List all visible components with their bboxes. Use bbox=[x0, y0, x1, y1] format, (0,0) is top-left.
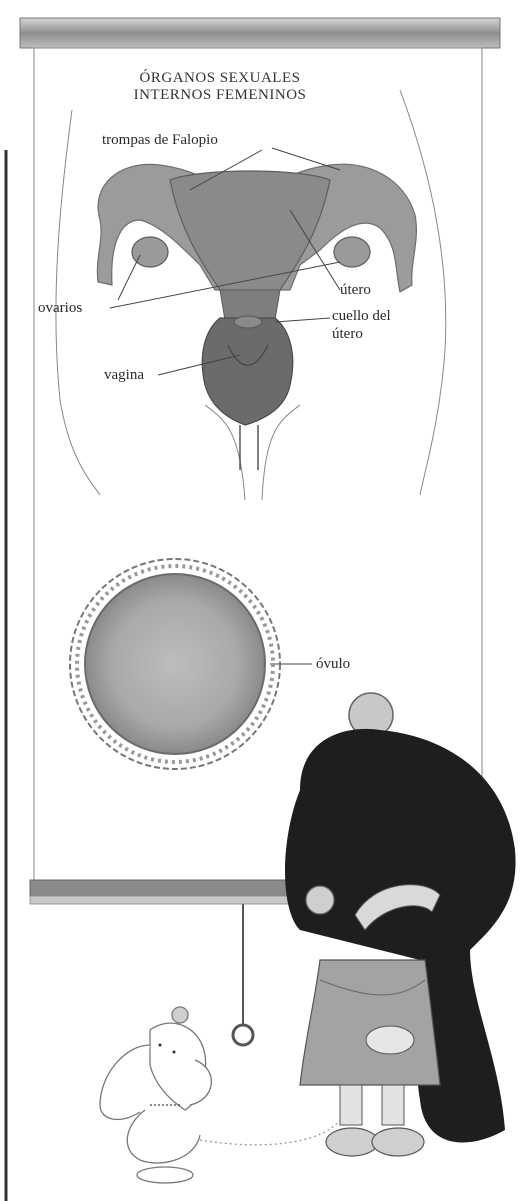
label-cervix-line-2: útero bbox=[332, 326, 363, 343]
pull-cord bbox=[233, 904, 253, 1045]
label-ovaries: ovarios bbox=[38, 300, 82, 317]
label-vagina: vagina bbox=[104, 367, 144, 384]
label-uterus: útero bbox=[340, 282, 371, 299]
poster-title: ÓRGANOS SEXUALES INTERNOS FEMENINOS bbox=[100, 70, 340, 104]
label-cervix-line-1: cuello del bbox=[332, 308, 391, 325]
top-roller bbox=[20, 18, 500, 48]
label-fallopian-tubes: trompas de Falopio bbox=[102, 132, 218, 149]
poster-title-line-2: INTERNOS FEMENINOS bbox=[100, 87, 340, 104]
poster-title-line-1: ÓRGANOS SEXUALES bbox=[100, 70, 340, 87]
dog-character bbox=[100, 1007, 340, 1183]
label-ovum: óvulo bbox=[316, 656, 350, 673]
